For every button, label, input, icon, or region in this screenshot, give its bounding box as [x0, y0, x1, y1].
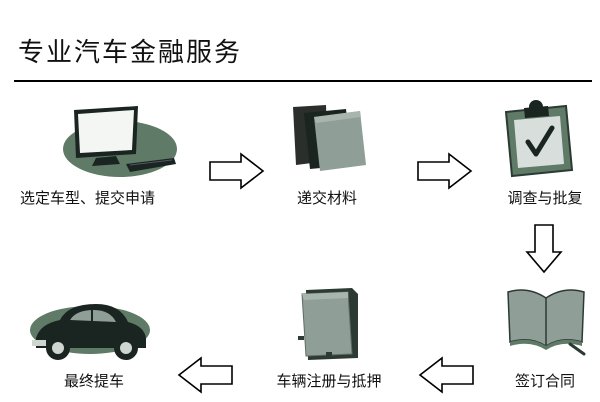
page-title: 专业汽车金融服务: [18, 38, 243, 68]
folder-icon: [298, 288, 358, 360]
arrow-right-icon: [417, 152, 473, 190]
step-label-submit-documents: 递交材料: [296, 189, 357, 207]
arrow-right-icon: [209, 152, 265, 190]
computer-monitor-icon: [63, 106, 177, 177]
step-label-final-pickup: 最终提车: [63, 372, 124, 390]
step-label-review-approval: 调查与批复: [507, 189, 583, 207]
open-book-icon: [507, 289, 586, 356]
arrow-left-icon: [177, 356, 233, 394]
documents-icon: [293, 105, 366, 171]
vintage-car-icon: [30, 304, 150, 360]
clipboard-check-icon: [504, 100, 574, 178]
step-label-select-car: 选定车型、提交申请: [20, 189, 156, 207]
arrow-left-icon: [418, 356, 474, 394]
step-label-sign-contract: 签订合同: [514, 372, 575, 390]
step-label-vehicle-registration: 车辆注册与抵押: [276, 372, 382, 390]
title-divider: [14, 80, 592, 82]
arrow-down-icon: [525, 224, 563, 274]
